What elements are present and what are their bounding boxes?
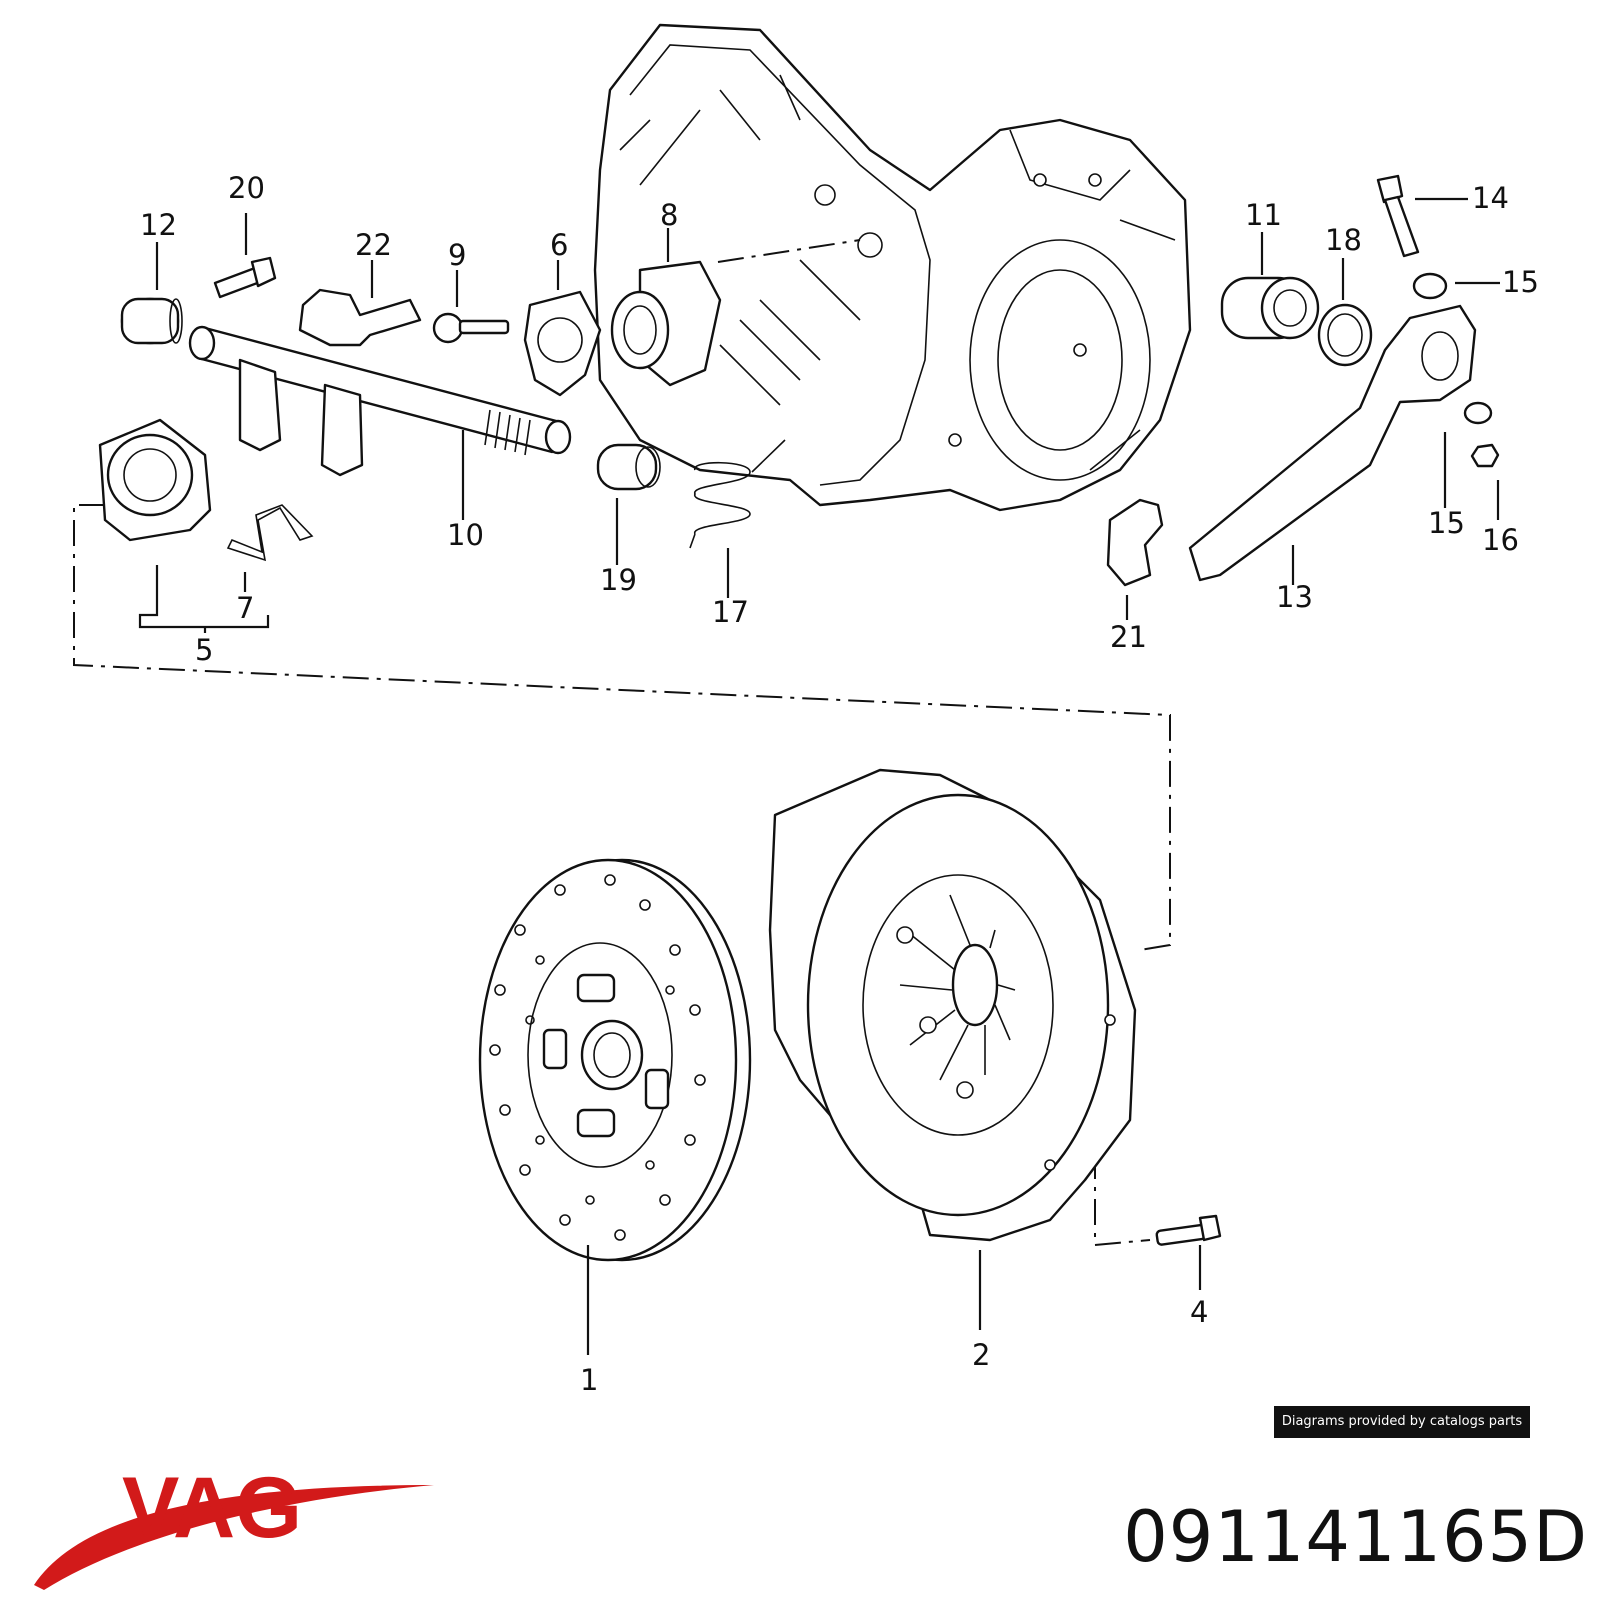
callout-1: 1 — [580, 1363, 598, 1397]
guide-sleeve-part-8 — [610, 260, 722, 387]
assembly-line-release-bearing — [73, 504, 1171, 951]
callout-19: 19 — [600, 563, 637, 597]
bolt-part-4 — [1155, 1214, 1222, 1246]
gasket-part-6 — [523, 290, 602, 397]
callout-18: 18 — [1325, 223, 1362, 257]
callout-8: 8 — [660, 198, 678, 232]
callout-14: 14 — [1472, 181, 1509, 215]
callout-12: 12 — [140, 208, 177, 242]
callout-13: 13 — [1276, 580, 1313, 614]
assembly-line-bolt — [1094, 1153, 1151, 1247]
callout-21: 21 — [1110, 620, 1147, 654]
release-lever-part-13 — [1188, 304, 1477, 582]
callout-22: 22 — [355, 228, 392, 262]
part-number: 091141165D — [1123, 1496, 1588, 1578]
bolt-part-9 — [432, 312, 510, 344]
assembly-line-guide-sleeve — [717, 239, 861, 263]
bolt-part-20 — [213, 256, 277, 299]
logo-swoosh — [34, 1485, 434, 1590]
bolt-part-14 — [1376, 174, 1420, 258]
callout-15-upper: 15 — [1502, 265, 1539, 299]
washer-part-15-lower — [1463, 401, 1493, 425]
callout-17: 17 — [712, 595, 749, 629]
nut-part-16 — [1470, 443, 1500, 468]
callout-10: 10 — [447, 518, 484, 552]
callout-15-lower: 15 — [1428, 506, 1465, 540]
callout-16: 16 — [1482, 523, 1519, 557]
callout-6: 6 — [550, 228, 568, 262]
callout-5: 5 — [195, 633, 213, 667]
release-bearing-part-5 — [98, 418, 212, 542]
clip-part-21 — [1106, 498, 1164, 587]
callout-20: 20 — [228, 171, 265, 205]
pressure-plate-part-2 — [768, 768, 1137, 1242]
bushing-part-12 — [120, 297, 183, 345]
gearbox-housing — [593, 23, 1192, 512]
callout-7: 7 — [236, 591, 254, 625]
brand-logo: VAG — [34, 1460, 434, 1590]
diagram-credit-badge: Diagrams provided by catalogs parts — [1274, 1406, 1530, 1438]
callout-4: 4 — [1190, 1295, 1208, 1329]
circlip-part-18 — [1317, 303, 1373, 367]
clutch-disc-part-1 — [478, 858, 752, 1262]
callout-2: 2 — [972, 1338, 990, 1372]
washer-part-15-upper — [1412, 272, 1448, 300]
brand-name: VAG — [122, 1460, 302, 1556]
leader-lines — [138, 197, 1500, 1355]
callout-numbers: 20 12 22 9 6 8 11 18 14 15 10 19 17 7 5 … — [140, 171, 1539, 1397]
spring-clip-part-7 — [226, 504, 314, 562]
callout-9: 9 — [448, 238, 466, 272]
callout-11: 11 — [1245, 198, 1282, 232]
torsion-spring-part-17 — [689, 439, 786, 549]
bearing-part-11 — [1220, 276, 1320, 340]
clutch-shaft-part-10 — [188, 325, 572, 477]
bushing-part-19 — [596, 443, 661, 491]
lever-part-22 — [298, 288, 422, 347]
